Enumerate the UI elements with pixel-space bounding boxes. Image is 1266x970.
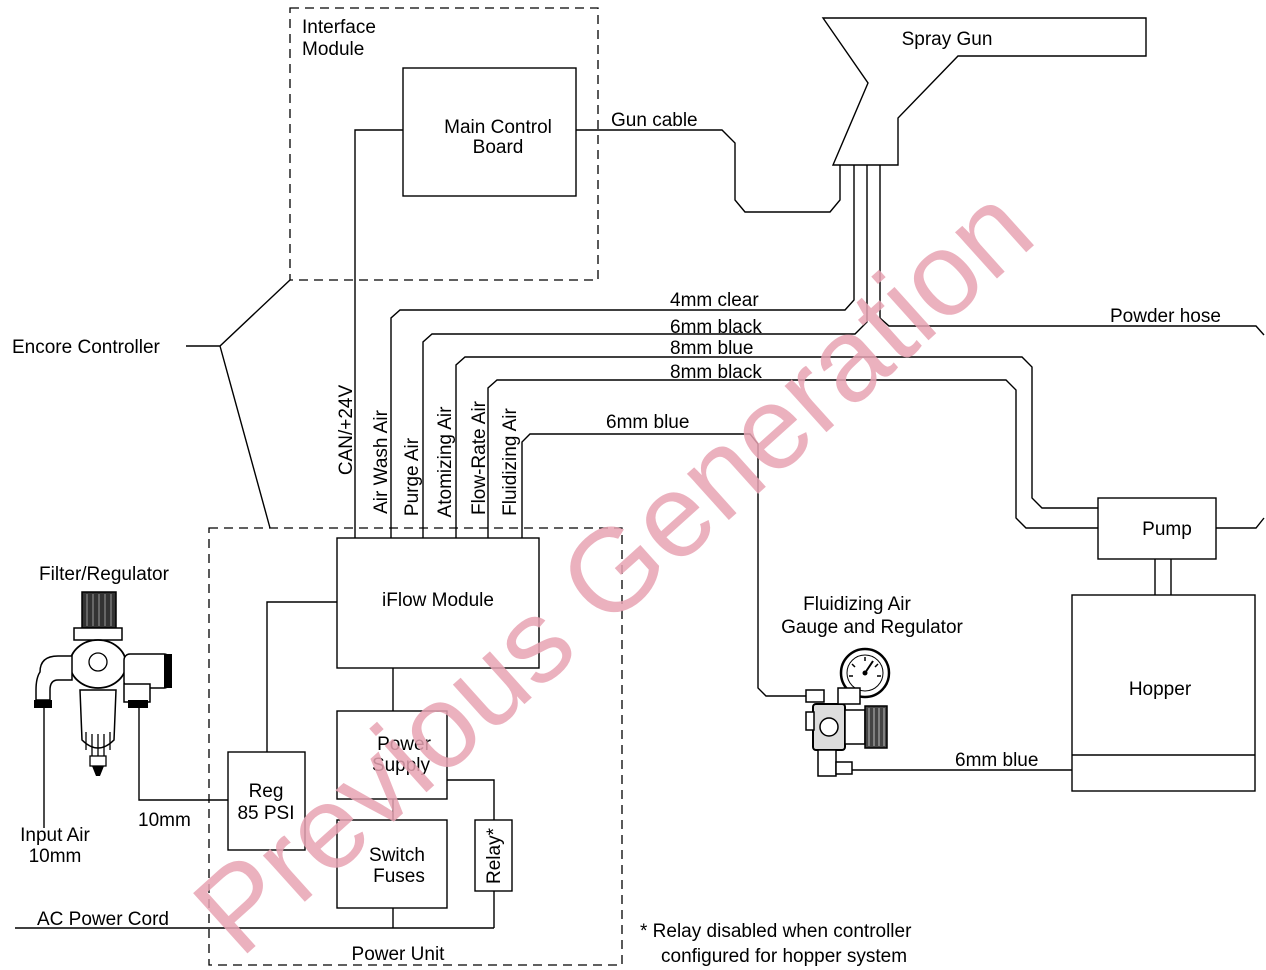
powder-hose-upper <box>879 165 1265 336</box>
relay-line <box>447 779 495 928</box>
input-air-label-2: 10mm <box>29 846 82 867</box>
input-air-label-1: Input Air <box>20 825 90 846</box>
reg-85psi-box <box>227 751 306 851</box>
fluidizing-air-label: Fluidizing Air <box>500 407 521 515</box>
relay-label: Relay* <box>484 827 505 884</box>
footnote-line-1: * Relay disabled when controller <box>640 921 912 942</box>
switch-fuses-label-1: Switch <box>369 845 425 866</box>
iflow-module-label: iFlow Module <box>382 590 494 611</box>
encore-controller-pointer <box>186 279 291 529</box>
pressure-gauge-icon <box>839 647 891 699</box>
watermark: Previous Generation <box>169 161 1057 970</box>
main-control-board-box <box>402 67 577 197</box>
reg-to-iflow-line <box>266 601 337 752</box>
tube-8mm-blue-label: 8mm blue <box>670 338 753 359</box>
tube-6mm-blue-bottom-label: 6mm blue <box>955 750 1038 771</box>
tube-6mm-blue-top-label: 6mm blue <box>606 412 689 433</box>
filter-regulator-icon <box>34 591 172 776</box>
interface-module-boundary <box>289 7 599 281</box>
atomizing-air-label: Atomizing Air <box>435 406 456 518</box>
purge-tube <box>422 165 868 538</box>
pump-box <box>1097 497 1217 560</box>
spray-gun-shape <box>821 17 1147 166</box>
footnote-line-2: configured for hopper system <box>661 946 907 967</box>
fluidizing-regulator-icon <box>805 687 888 777</box>
power-supply-box <box>336 710 448 800</box>
tube-6mm-black-label: 6mm black <box>670 317 762 338</box>
reg-label-2: 85 PSI <box>237 803 294 824</box>
gun-cable-label: Gun cable <box>611 110 698 131</box>
fluid-gauge-label-2: Gauge and Regulator <box>781 617 963 638</box>
air-wash-tube <box>390 165 855 538</box>
power-unit-boundary <box>208 527 623 966</box>
pump-hopper-link <box>1154 559 1172 595</box>
flow-rate-air-label: Flow-Rate Air <box>469 400 490 515</box>
hopper-box <box>1071 594 1256 792</box>
tube-4mm-clear-label: 4mm clear <box>670 290 759 311</box>
atomizing-tube <box>455 356 1098 538</box>
interface-module-label-1: Interface <box>302 17 376 38</box>
spray-gun-label: Spray Gun <box>902 29 993 50</box>
power-supply-label-1: Power <box>377 734 432 755</box>
powder-hose-lower <box>1216 517 1265 529</box>
tube-10mm-label: 10mm <box>138 810 191 831</box>
ac-power-cord-label: AC Power Cord <box>37 909 169 930</box>
powder-hose-label: Powder hose <box>1110 306 1221 327</box>
gun-cable-line <box>576 129 841 213</box>
air-wash-air-label: Air Wash Air <box>371 409 392 513</box>
main-control-board-label-1: Main Control <box>444 117 552 138</box>
interface-module-label-2: Module <box>302 39 364 60</box>
tube-10mm-line <box>138 708 228 801</box>
reg-label-1: Reg <box>249 781 284 802</box>
hopper-label: Hopper <box>1129 679 1192 700</box>
can-24v-line <box>354 129 403 538</box>
power-unit-label: Power Unit <box>352 944 446 965</box>
fluid-gauge-label-1: Fluidizing Air <box>803 594 911 615</box>
pump-label: Pump <box>1142 519 1192 540</box>
tube-8mm-black-label: 8mm black <box>670 362 762 383</box>
purge-air-label: Purge Air <box>402 437 423 516</box>
encore-controller-label: Encore Controller <box>12 337 161 358</box>
iflow-module-box <box>336 537 540 669</box>
power-supply-label-2: Supply <box>372 755 431 776</box>
fluidizing-tube <box>521 433 806 697</box>
can-24v-label: CAN/+24V <box>336 385 357 476</box>
switch-fuses-label-2: Fuses <box>373 866 425 887</box>
filter-regulator-label: Filter/Regulator <box>39 564 170 585</box>
main-control-board-label-2: Board <box>473 137 524 158</box>
flow-rate-tube <box>487 379 1098 538</box>
switch-fuses-box <box>336 819 448 909</box>
